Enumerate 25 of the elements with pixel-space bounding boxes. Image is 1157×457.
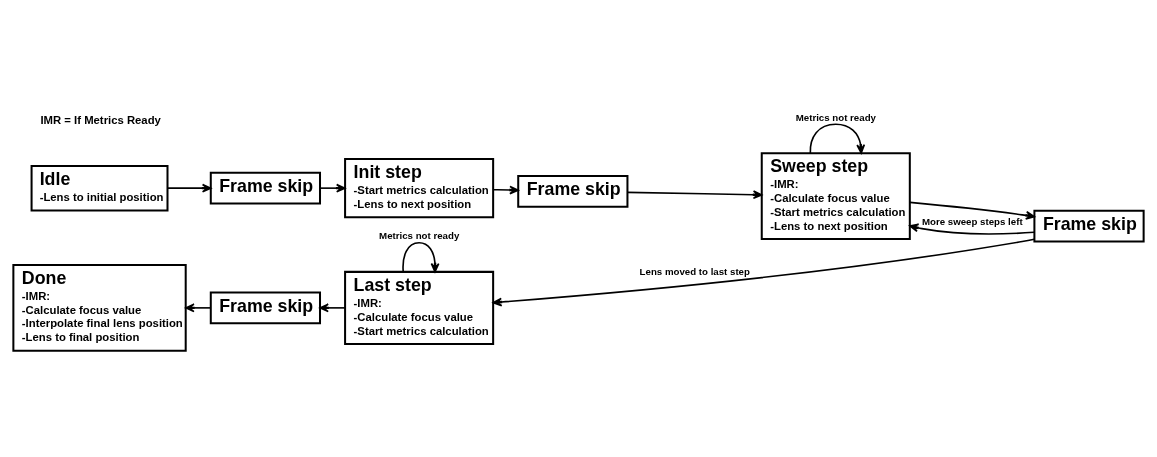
node-box: Frame skip [209, 171, 321, 204]
arrow [185, 302, 212, 312]
edge-label: Metrics not ready [379, 229, 460, 241]
node-box: Frame skip [517, 174, 629, 208]
arrow [809, 122, 866, 154]
node-box: Idle -Lens to initial position [30, 164, 169, 211]
arrow [492, 185, 519, 194]
arrow [492, 237, 1036, 306]
node-box: Frame skip [209, 291, 321, 324]
label: IMR = If Metrics Ready [40, 113, 161, 126]
arrow [402, 241, 440, 273]
edge-label: More sweep steps left [921, 215, 1023, 227]
edge-label: Metrics not ready [795, 111, 876, 123]
arrow [319, 183, 346, 193]
arrow [909, 201, 1036, 220]
node-box: Done -IMR: -Calculate focus value -Interpolate final lens position -Lens to final position [12, 263, 187, 352]
arrow [909, 222, 1036, 235]
arrow [166, 183, 212, 193]
node-box: Last step -IMR: -Calculate focus value -Start metrics calculation [344, 270, 495, 345]
node-box: Init step -Start metrics calculation -Lens to next position [344, 157, 495, 218]
arrow [319, 302, 346, 312]
arrow [626, 189, 763, 199]
edge-label: Lens moved to last step [639, 265, 750, 277]
node-box: Sweep step -IMR: -Calculate focus value -Start metrics calculation -Lens to next position [760, 151, 911, 240]
node-box: Frame skip [1033, 209, 1145, 243]
